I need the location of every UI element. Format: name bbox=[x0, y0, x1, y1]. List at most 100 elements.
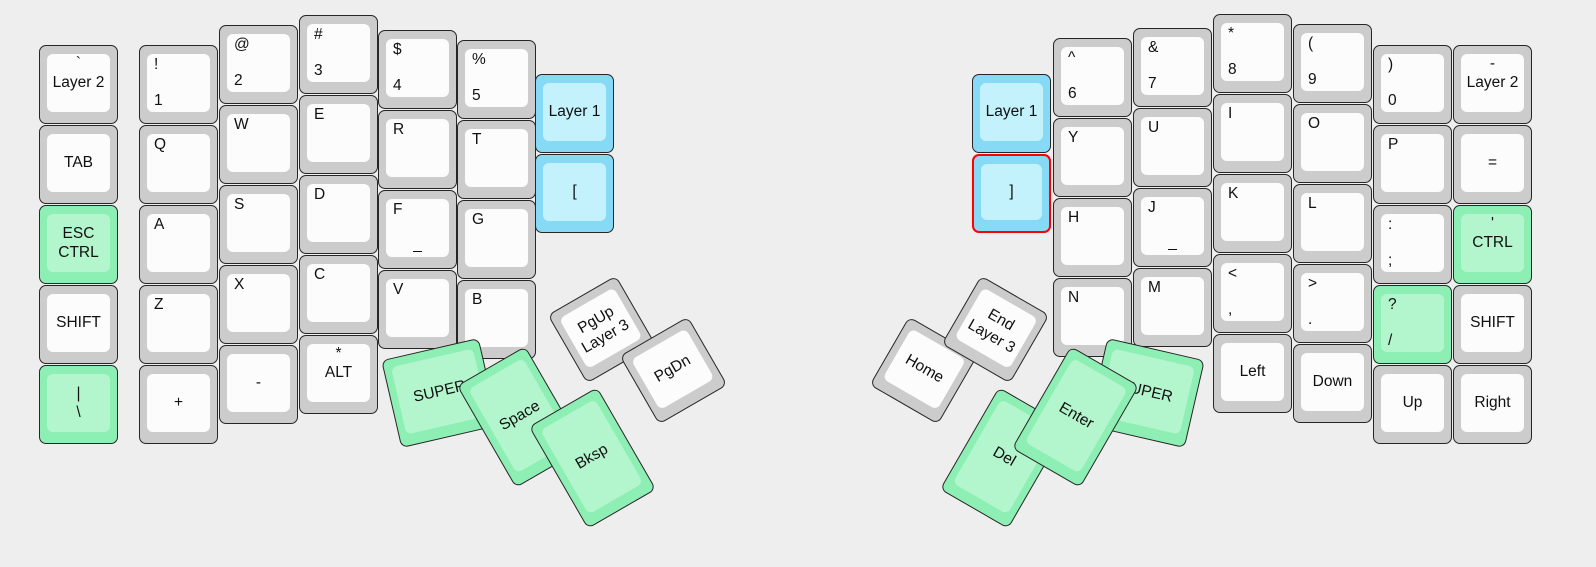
key-legend-top-left: X bbox=[234, 276, 245, 293]
key-homing-mark: _ bbox=[1168, 233, 1177, 251]
key-5[interactable]: %5 bbox=[457, 40, 536, 119]
key-legend-top-left: B bbox=[472, 291, 483, 308]
key-cap: *ALT bbox=[307, 344, 370, 402]
key-u[interactable]: U bbox=[1133, 108, 1212, 187]
key-cap: K bbox=[1221, 183, 1284, 241]
key-4[interactable]: $4 bbox=[378, 30, 457, 109]
key-h[interactable]: H bbox=[1053, 198, 1132, 277]
key-3[interactable]: #3 bbox=[299, 15, 378, 94]
key-period[interactable]: >. bbox=[1293, 264, 1372, 343]
key-2[interactable]: @2 bbox=[219, 25, 298, 104]
key-right[interactable]: Right bbox=[1453, 365, 1532, 444]
key-cap: D bbox=[307, 184, 370, 242]
key-1[interactable]: !1 bbox=[139, 45, 218, 124]
key-s[interactable]: S bbox=[219, 185, 298, 264]
key-pipe-backslash[interactable]: |\ bbox=[39, 365, 118, 444]
key-tab[interactable]: TAB bbox=[39, 125, 118, 204]
key-cap: Y bbox=[1061, 127, 1124, 185]
key-w[interactable]: W bbox=[219, 105, 298, 184]
key-o[interactable]: O bbox=[1293, 104, 1372, 183]
key-down[interactable]: Down bbox=[1293, 344, 1372, 423]
key-legend-bottom-left: 4 bbox=[393, 76, 402, 94]
key-c[interactable]: C bbox=[299, 255, 378, 334]
key-r[interactable]: R bbox=[378, 110, 457, 189]
key-cap: ?/ bbox=[1381, 294, 1444, 352]
key-shift[interactable]: SHIFT bbox=[39, 285, 118, 364]
key-9[interactable]: (9 bbox=[1293, 24, 1372, 103]
key-8[interactable]: *8 bbox=[1213, 14, 1292, 93]
key-g[interactable]: G bbox=[457, 200, 536, 279]
key-x[interactable]: X bbox=[219, 265, 298, 344]
key-6[interactable]: ^6 bbox=[1053, 38, 1132, 117]
key-t[interactable]: T bbox=[457, 120, 536, 199]
key-cap: SHIFT bbox=[1461, 294, 1524, 352]
key-asterisk-alt[interactable]: *ALT bbox=[299, 335, 378, 414]
key-legend-top-left: G bbox=[472, 211, 485, 228]
key-quote-ctrl[interactable]: 'CTRL bbox=[1453, 205, 1532, 284]
key-z[interactable]: Z bbox=[139, 285, 218, 364]
key-bracket-left[interactable]: [ bbox=[535, 154, 614, 233]
key-cap: O bbox=[1301, 113, 1364, 171]
key-legend-top-left: E bbox=[314, 106, 325, 123]
key-cap: Down bbox=[1301, 353, 1364, 411]
key-cap: N bbox=[1061, 287, 1124, 345]
key-legend-top-left: D bbox=[314, 186, 326, 203]
key-y[interactable]: Y bbox=[1053, 118, 1132, 197]
key-v[interactable]: V bbox=[378, 270, 457, 349]
key-l[interactable]: L bbox=[1293, 184, 1372, 263]
key-k[interactable]: K bbox=[1213, 174, 1292, 253]
key-7[interactable]: &7 bbox=[1133, 28, 1212, 107]
key-up[interactable]: Up bbox=[1373, 365, 1452, 444]
key-legend-bottom-left: ; bbox=[1388, 251, 1393, 269]
key-minus[interactable]: - bbox=[219, 345, 298, 424]
key-cap: :; bbox=[1381, 214, 1444, 272]
key-legend-top-left: A bbox=[154, 216, 165, 233]
key-legend-bottom-left: . bbox=[1308, 310, 1313, 328]
key-legend-top-left: < bbox=[1228, 265, 1238, 282]
key-cap: C bbox=[307, 264, 370, 322]
key-cap: -Layer 2 bbox=[1461, 54, 1524, 112]
key-i[interactable]: I bbox=[1213, 94, 1292, 173]
key-m[interactable]: M bbox=[1133, 268, 1212, 347]
key-legend-center: ] bbox=[1009, 183, 1014, 201]
key-legend-top-left: N bbox=[1068, 289, 1080, 306]
key-0[interactable]: )0 bbox=[1373, 45, 1452, 124]
key-comma[interactable]: <, bbox=[1213, 254, 1292, 333]
key-plus[interactable]: + bbox=[139, 365, 218, 444]
key-a[interactable]: A bbox=[139, 205, 218, 284]
key-legend-top-center: * bbox=[335, 345, 342, 362]
key-slash[interactable]: ?/ bbox=[1373, 285, 1452, 364]
key-semicolon[interactable]: :; bbox=[1373, 205, 1452, 284]
key-e[interactable]: E bbox=[299, 95, 378, 174]
key-equals[interactable]: = bbox=[1453, 125, 1532, 204]
key-p[interactable]: P bbox=[1373, 125, 1452, 204]
key-j[interactable]: J_ bbox=[1133, 188, 1212, 267]
key-bracket-right[interactable]: ] bbox=[972, 154, 1051, 233]
key-grave-layer2[interactable]: `Layer 2 bbox=[39, 45, 118, 124]
key-layer1[interactable]: Layer 1 bbox=[972, 74, 1051, 153]
key-shift[interactable]: SHIFT bbox=[1453, 285, 1532, 364]
key-cap: F_ bbox=[386, 199, 449, 257]
key-d[interactable]: D bbox=[299, 175, 378, 254]
key-legend-center: Down bbox=[1312, 373, 1353, 391]
key-n[interactable]: N bbox=[1053, 278, 1132, 357]
key-legend-top-left: I bbox=[1228, 105, 1233, 122]
key-legend-top-left: ( bbox=[1308, 35, 1314, 52]
key-legend-bottom-left: 1 bbox=[154, 91, 163, 109]
key-f[interactable]: F_ bbox=[378, 190, 457, 269]
key-cap: V bbox=[386, 279, 449, 337]
key-cap: #3 bbox=[307, 24, 370, 82]
key-q[interactable]: Q bbox=[139, 125, 218, 204]
key-minus-layer2[interactable]: -Layer 2 bbox=[1453, 45, 1532, 124]
key-cap: `Layer 2 bbox=[47, 54, 110, 112]
key-cap: E bbox=[307, 104, 370, 162]
key-legend-bottom-left: 7 bbox=[1148, 74, 1157, 92]
key-legend-center: = bbox=[1487, 154, 1498, 172]
key-cap: Layer 1 bbox=[980, 83, 1043, 141]
key-layer1[interactable]: Layer 1 bbox=[535, 74, 614, 153]
key-cap: B bbox=[465, 289, 528, 347]
key-legend-center: Enter bbox=[1056, 398, 1097, 432]
key-left[interactable]: Left bbox=[1213, 334, 1292, 413]
